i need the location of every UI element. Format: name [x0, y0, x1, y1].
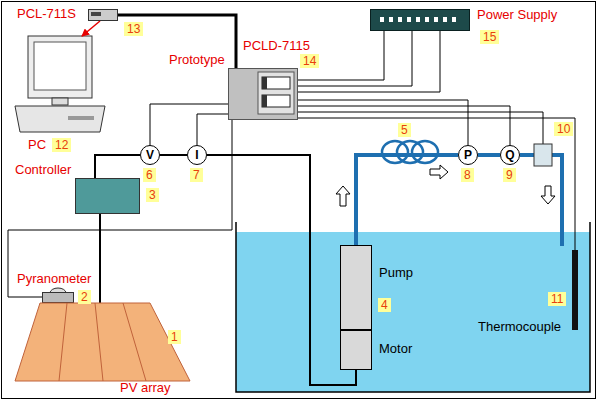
- wire: [197, 114, 228, 145]
- node-label: Power Supply: [477, 8, 557, 22]
- wire: [298, 106, 510, 145]
- callout-number: 3: [146, 188, 159, 202]
- node-art: [370, 9, 470, 31]
- pump: Pump: [340, 245, 372, 330]
- callout-number: 4: [378, 298, 391, 312]
- wire: [207, 155, 356, 385]
- flow-meter: Q: [500, 145, 520, 165]
- wire: [82, 21, 100, 36]
- node-label: P: [459, 146, 477, 164]
- callout-number: 5: [398, 123, 411, 137]
- wire: [298, 100, 468, 145]
- node-art: [88, 9, 118, 21]
- power-supply: Power Supply: [370, 9, 470, 31]
- node-label: V: [141, 146, 159, 164]
- node-label: Controller: [15, 163, 71, 177]
- computer: PC: [15, 36, 107, 134]
- node-label: Motor: [379, 342, 412, 356]
- wire: [8, 120, 232, 297]
- card: PCL-711S: [88, 9, 118, 21]
- callout-number: 10: [554, 122, 573, 136]
- wire: [160, 154, 187, 156]
- wire: [298, 118, 575, 250]
- water-pipe: [478, 153, 500, 157]
- pressure-meter: P: [458, 145, 478, 165]
- prototype-box: PrototypePCLD-7115: [228, 68, 298, 120]
- callout-number: 9: [503, 168, 516, 182]
- wire: [298, 31, 412, 86]
- wire: [298, 31, 384, 80]
- wire: [118, 15, 236, 68]
- voltmeter: V: [140, 145, 160, 165]
- wire: [99, 214, 101, 303]
- node-label: Thermocouple: [478, 320, 561, 334]
- callout-number: 1: [168, 330, 181, 344]
- node-label: PCLD-7115: [243, 39, 310, 53]
- node-label: PV array: [120, 381, 171, 395]
- wire: [150, 104, 228, 145]
- node-art: [228, 68, 298, 120]
- water-pipe: [356, 155, 458, 245]
- node-label: Pyranometer: [17, 272, 91, 286]
- callout-number: 12: [52, 138, 71, 152]
- callout-number: 13: [124, 22, 143, 36]
- controller-box: Controller: [75, 178, 140, 214]
- callout-number: 2: [78, 290, 91, 304]
- node-label: Prototype: [169, 53, 225, 67]
- callout-number: 11: [548, 292, 566, 306]
- thermocouple: Thermocouple: [572, 250, 578, 330]
- wire: [298, 31, 440, 92]
- pv-array: PV array: [15, 303, 190, 381]
- wire: [95, 155, 140, 178]
- node-label: Q: [501, 146, 519, 164]
- node-art: [15, 303, 190, 381]
- node-label: PC: [28, 138, 46, 152]
- ammeter: I: [187, 145, 207, 165]
- callout-number: 7: [190, 168, 203, 182]
- callout-number: 15: [480, 30, 499, 44]
- node-label: I: [188, 146, 206, 164]
- motor: Motor: [340, 330, 372, 370]
- pyranometer: Pyranometer: [42, 292, 74, 303]
- callout-number: 8: [461, 168, 474, 182]
- node-label: Pump: [379, 266, 413, 280]
- callout-number: 6: [143, 168, 156, 182]
- callout-number: 14: [300, 54, 319, 68]
- node-label: PCL-711S: [17, 7, 76, 21]
